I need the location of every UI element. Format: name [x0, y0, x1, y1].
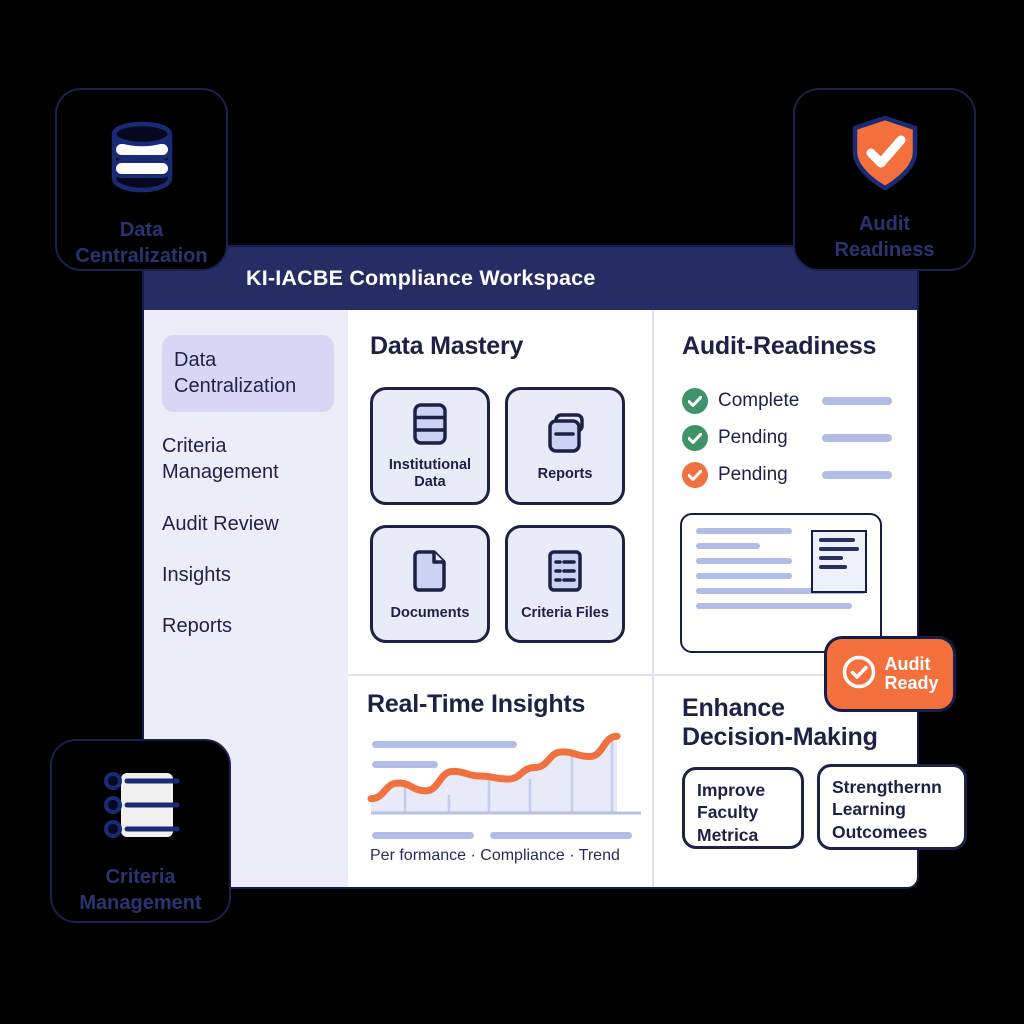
- sidebar-item-criteria-management[interactable]: Criteria Management: [162, 434, 279, 484]
- axis-bar: [372, 832, 474, 839]
- sidebar: Data Centralization Criteria Management …: [144, 310, 348, 887]
- card-label: Audit Readiness: [834, 213, 935, 261]
- check-circle-icon: [682, 388, 708, 414]
- status-row: Complete: [682, 387, 892, 415]
- data-mastery-heading: Data Mastery: [370, 332, 524, 360]
- tile-institutional-data[interactable]: Institutional Data: [370, 387, 490, 505]
- tile-reports[interactable]: Reports: [505, 387, 625, 505]
- insights-heading: Real-Time Insights: [367, 690, 586, 718]
- text-line: [696, 588, 866, 594]
- criteria-list-icon: [541, 547, 589, 600]
- status-label: Pending: [718, 464, 788, 485]
- tile-criteria-files[interactable]: Criteria Files: [505, 525, 625, 643]
- sidebar-item-data-centralization[interactable]: Data Centralization: [162, 335, 334, 412]
- text-line: [696, 573, 792, 579]
- card-label: Criteria Management: [79, 866, 202, 914]
- tile-label: Criteria Files: [521, 604, 609, 621]
- status-row: Pending: [682, 461, 892, 489]
- text-line: [696, 528, 792, 534]
- axis-bar: [490, 832, 632, 839]
- table-icon: [406, 401, 454, 452]
- decision-box-faculty[interactable]: Improve Faculty Metrica: [682, 767, 804, 849]
- vertical-divider: [652, 310, 654, 887]
- sidebar-item-audit-review[interactable]: Audit Review: [162, 512, 279, 535]
- card-data-centralization: Data Centralization: [55, 88, 228, 271]
- status-bar: [822, 471, 892, 479]
- workspace-window: KI-IACBE Compliance Workspace Data Centr…: [142, 245, 967, 889]
- circle-check-icon: [841, 654, 877, 695]
- legend-bar: [372, 741, 517, 748]
- bullet-list-icon: [95, 765, 187, 850]
- window-title: KI-IACBE Compliance Workspace: [246, 266, 596, 290]
- tile-label: Documents: [390, 604, 470, 621]
- tile-documents[interactable]: Documents: [370, 525, 490, 643]
- text-line: [696, 543, 760, 549]
- card-criteria-management: Criteria Management: [50, 739, 231, 923]
- text-line: [696, 558, 792, 564]
- document-icon: [406, 547, 454, 600]
- card-label: Data Centralization: [75, 219, 208, 267]
- decision-box-learning[interactable]: Strengthernn Learning Outcomees: [817, 764, 967, 850]
- status-bar: [822, 397, 892, 405]
- text-line: [696, 603, 852, 609]
- status-row: Pending: [682, 424, 892, 452]
- document-preview-card: [680, 513, 882, 653]
- chart-caption: Per formance · Compliance · Trend: [370, 847, 620, 864]
- legend-bar: [372, 761, 438, 768]
- status-label: Pending: [718, 427, 788, 448]
- insights-line-chart: [367, 732, 641, 815]
- shield-check-icon: [843, 112, 927, 201]
- audit-readiness-heading: Audit-Readiness: [682, 332, 877, 360]
- report-icon: [541, 410, 589, 461]
- document-thumbnail: [811, 530, 867, 593]
- audit-ready-badge[interactable]: Audit Ready: [824, 636, 956, 712]
- status-label: Complete: [718, 390, 800, 411]
- decision-heading: Enhance Decision-Making: [682, 694, 878, 751]
- status-bar: [822, 434, 892, 442]
- sidebar-item-insights[interactable]: Insights: [162, 563, 231, 586]
- check-circle-icon: [682, 425, 708, 451]
- title-bar: KI-IACBE Compliance Workspace: [144, 247, 917, 310]
- database-icon: [100, 118, 184, 201]
- sidebar-item-reports[interactable]: Reports: [162, 615, 233, 638]
- horizontal-divider: [348, 674, 917, 676]
- tile-label: Institutional Data: [388, 457, 472, 490]
- tile-label: Reports: [537, 465, 593, 482]
- card-audit-readiness: Audit Readiness: [793, 88, 976, 271]
- badge-label: Audit Ready: [884, 654, 939, 693]
- check-circle-icon: [682, 462, 708, 488]
